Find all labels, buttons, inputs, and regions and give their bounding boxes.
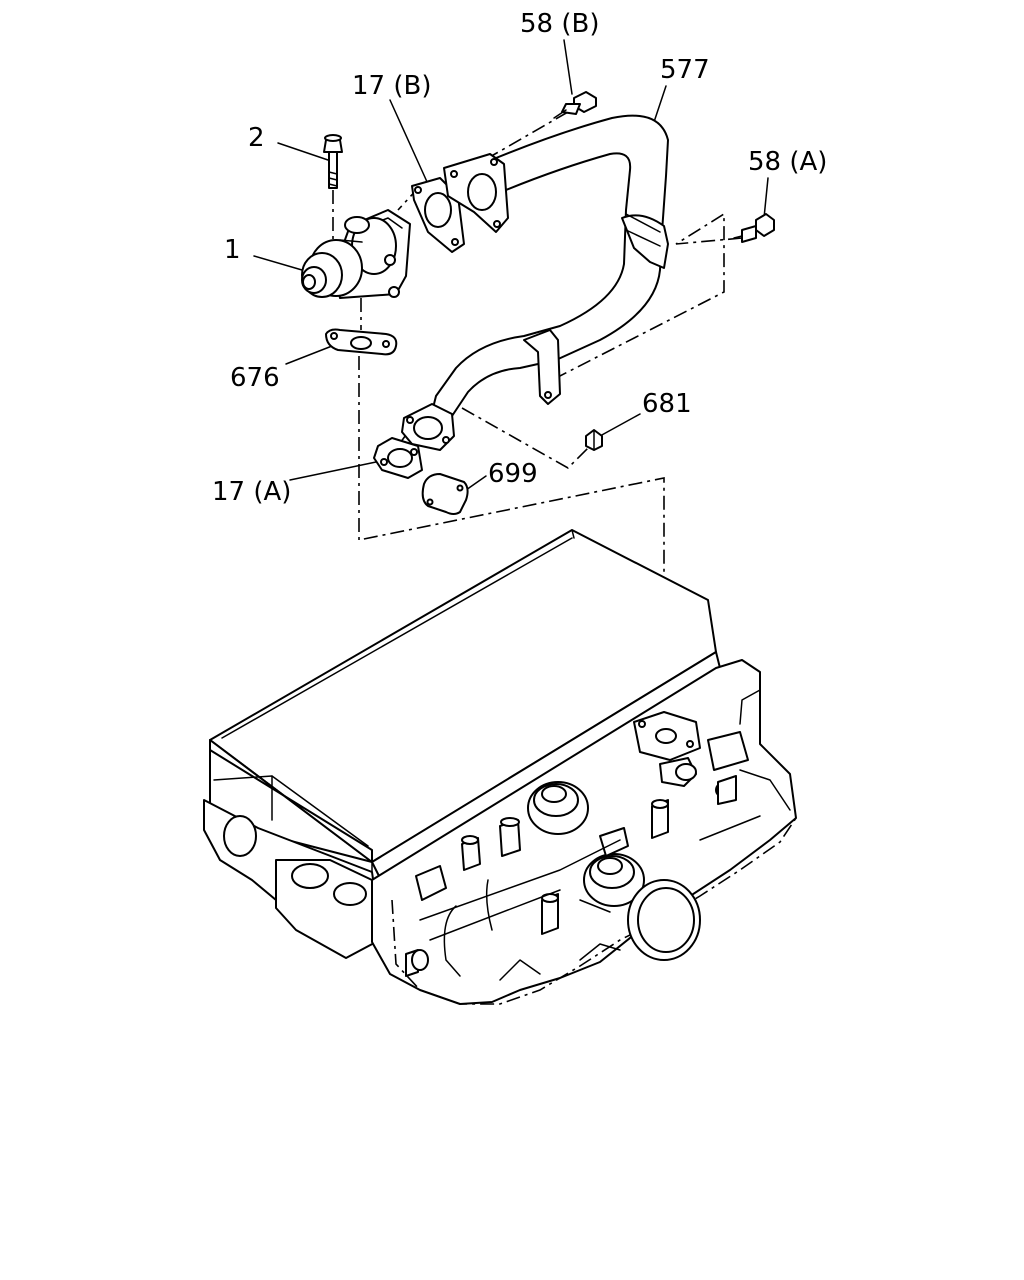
nut-681 [585,429,603,451]
callout-17a: 17 (A) [212,477,291,507]
plate-699 [421,473,469,515]
bolt-58a [733,213,775,243]
callout-699: 699 [488,459,538,489]
bolt-58b [553,91,597,119]
egr-pipe-577 [401,114,669,451]
callout-58b: 58 (B) [520,9,599,39]
callout-1: 1 [224,235,241,265]
callout-577: 577 [660,55,710,85]
callout-17b: 17 (B) [352,71,431,101]
leader-lines [253,39,769,491]
bolt-2 [323,134,343,189]
callout-2: 2 [248,123,265,153]
gasket-676 [325,328,398,356]
gasket-17a [373,437,423,479]
engine-cylinder-head [203,529,797,1005]
callout-681: 681 [642,389,692,419]
callout-58a: 58 (A) [748,147,827,177]
egr-valve-1 [301,209,411,299]
callout-676: 676 [230,363,280,393]
